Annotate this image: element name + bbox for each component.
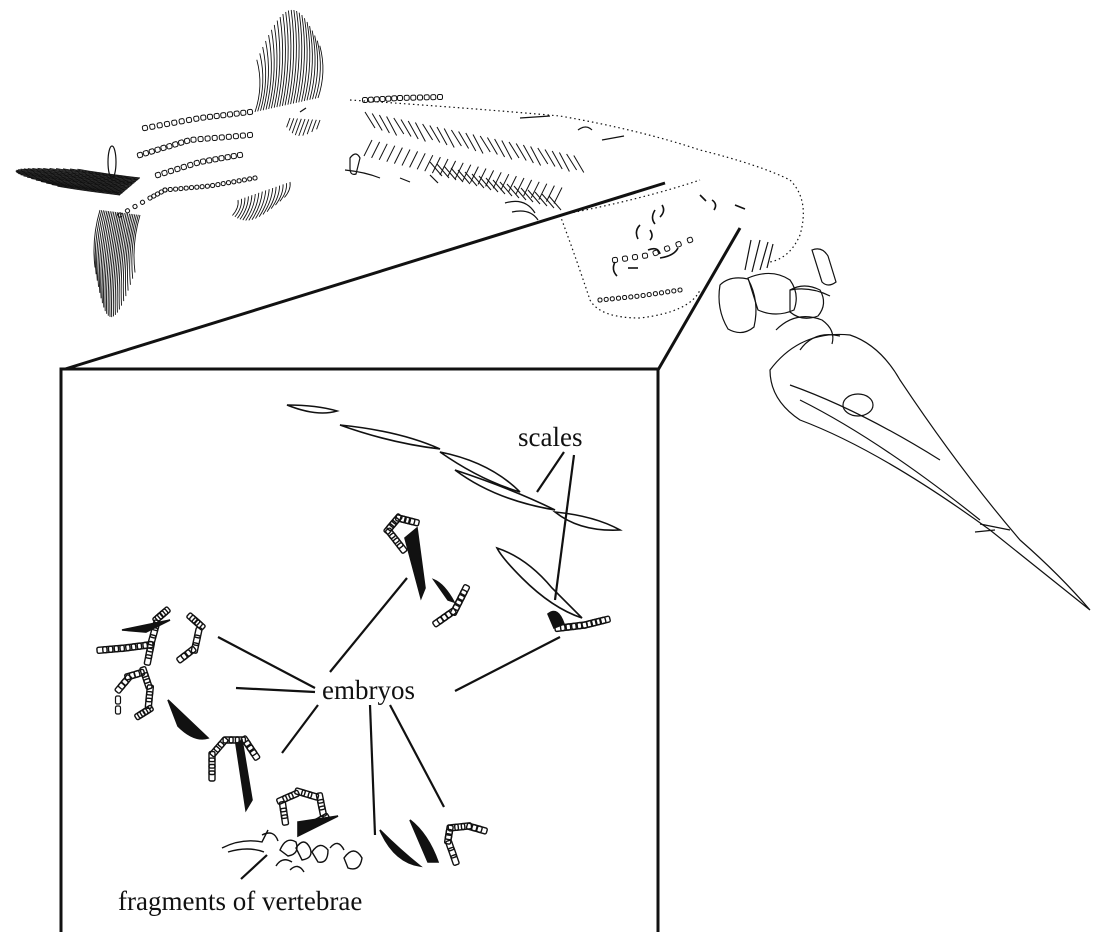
label-embryos: embryos [322,675,415,705]
dorsal-fin [255,10,323,112]
inset-box [61,369,658,932]
caudal-fin-lower-lobe [94,210,140,317]
zoom-line-left [62,183,665,370]
zoom-indicator [61,183,740,932]
embryo-region-marks [613,195,745,276]
label-scales: scales [518,422,582,452]
caudal-fin-upper-lobe [16,168,140,195]
label-fragments-of-vertebrae: fragments of vertebrae [118,886,362,916]
pelvic-fin [232,182,290,221]
vertebral-rows [117,94,693,302]
small-fin-rays [287,118,320,136]
body-outline-lower [560,215,700,318]
head-region [719,240,1090,610]
ribs [364,112,584,210]
